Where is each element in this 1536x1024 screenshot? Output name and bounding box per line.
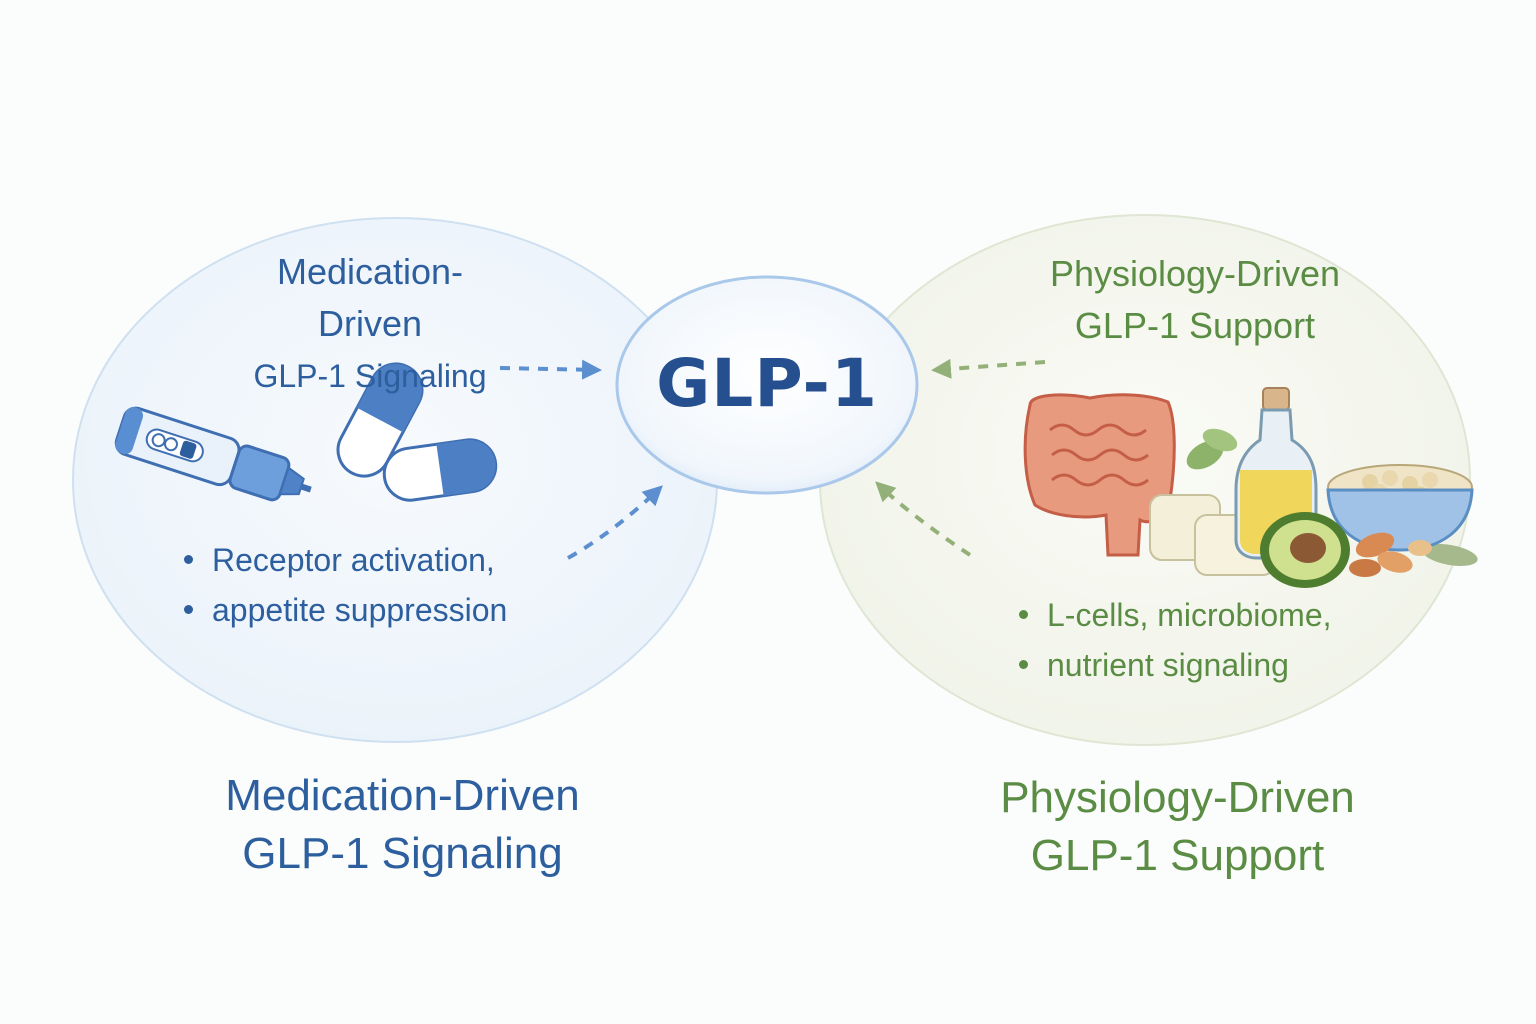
left-bottom-line-2: GLP-1 Signaling	[242, 829, 563, 878]
capsule-icon	[336, 362, 498, 502]
right-bullet-1: L-cells, microbiome,	[1015, 590, 1415, 640]
arrow-left-bottom	[567, 485, 663, 560]
right-bottom-label: Physiology-Driven GLP-1 Support	[925, 769, 1430, 885]
right-bottom-line-1: Physiology-Driven	[1000, 773, 1355, 822]
bean-bowl-icon	[1326, 464, 1474, 552]
left-bullet-1: Receptor activation,	[180, 535, 600, 585]
right-bullet-list: L-cells, microbiome, nutrient signaling	[1015, 590, 1415, 690]
right-bullet-2: nutrient signaling	[1015, 640, 1415, 690]
center-label: GLP-1	[656, 345, 878, 422]
left-title-line-2: Driven	[317, 303, 423, 344]
left-title-line-1: Medication-	[276, 251, 464, 292]
left-circle-title: Medication- Driven GLP-1 Signaling	[220, 246, 520, 402]
left-title-line-3: GLP-1 Signaling	[253, 358, 487, 394]
right-title-line-1: Physiology-Driven	[1049, 253, 1341, 294]
right-bottom-line-2: GLP-1 Support	[1030, 831, 1325, 880]
left-bullet-list: Receptor activation, appetite suppressio…	[180, 535, 600, 635]
left-bottom-line-1: Medication-Driven	[225, 771, 580, 820]
nuts-icon	[1349, 532, 1432, 577]
left-bottom-label: Medication-Driven GLP-1 Signaling	[150, 767, 655, 883]
right-title-line-2: GLP-1 Support	[1074, 305, 1316, 346]
injection-pen-icon	[114, 406, 312, 502]
center-node	[615, 275, 919, 495]
arrow-right-bottom	[875, 481, 972, 557]
intestine-icon	[1023, 393, 1176, 557]
right-circle-title: Physiology-Driven GLP-1 Support	[995, 248, 1395, 352]
herb-leaf-icon	[1186, 428, 1478, 566]
avocado-icon	[1260, 512, 1350, 588]
left-bullet-2: appetite suppression	[180, 585, 600, 635]
arrow-left-top	[499, 359, 602, 380]
